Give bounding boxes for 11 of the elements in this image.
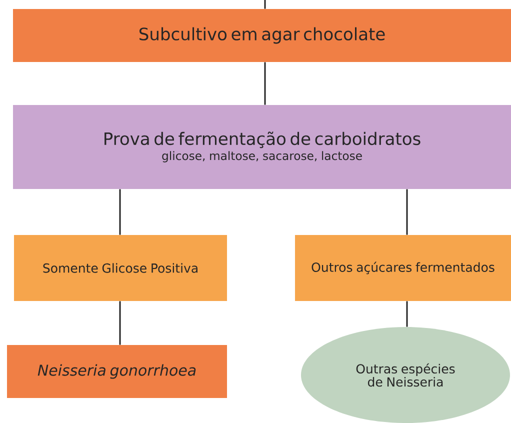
connector-line	[406, 189, 408, 235]
result-box: Neisseria gonorrhoea	[7, 345, 227, 398]
process-box: Subcultivo em agar chocolate	[13, 9, 511, 62]
connector-line	[406, 301, 408, 327]
connector-line	[119, 189, 121, 235]
connector-line	[119, 301, 121, 345]
connector-line	[264, 62, 266, 105]
result-box: Outros açúcares fermentados	[295, 235, 511, 301]
connector-line	[264, 0, 266, 9]
result-box: Somente Glicose Positiva	[14, 235, 227, 301]
process-box: Prova de fermentação de carboidratos glicose, maltose, sacarose, lactose	[13, 105, 511, 189]
